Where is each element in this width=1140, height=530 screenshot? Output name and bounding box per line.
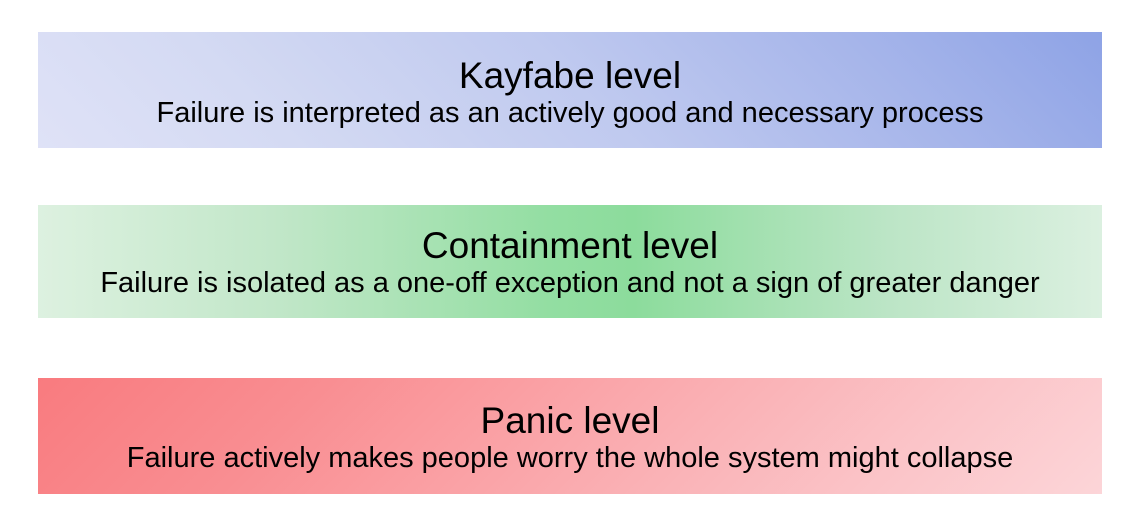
band-panic: Panic level Failure actively makes peopl… (38, 378, 1102, 494)
band-kayfabe-subtitle: Failure is interpreted as an actively go… (156, 96, 984, 129)
band-panic-subtitle: Failure actively makes people worry the … (126, 441, 1014, 474)
band-kayfabe: Kayfabe level Failure is interpreted as … (38, 32, 1102, 148)
band-kayfabe-title: Kayfabe level (458, 54, 682, 96)
band-containment: Containment level Failure is isolated as… (38, 205, 1102, 318)
band-containment-title: Containment level (421, 225, 719, 267)
band-panic-title: Panic level (480, 399, 660, 441)
band-containment-subtitle: Failure is isolated as a one-off excepti… (100, 267, 1040, 300)
